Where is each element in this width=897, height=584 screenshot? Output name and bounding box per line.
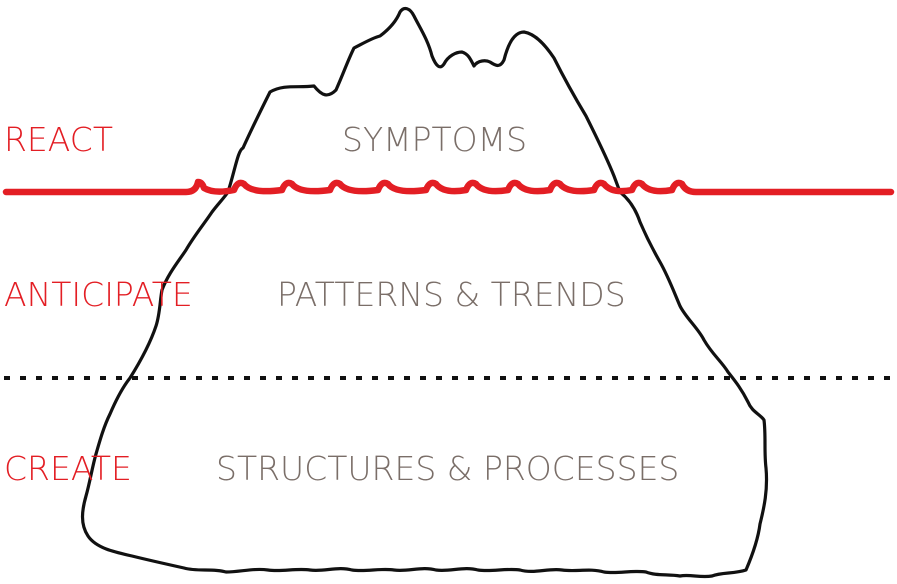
waterline [2,178,895,196]
anticipate-label: ANTICIPATE [4,275,193,314]
create-label: CREATE [4,449,132,488]
patterns-trends-label: PATTERNS & TRENDS [277,275,626,314]
iceberg-outline [80,6,769,579]
structures-processes-label: STRUCTURES & PROCESSES [216,449,680,488]
react-label: REACT [4,120,113,159]
symptoms-label: SYMPTOMS [342,120,528,159]
